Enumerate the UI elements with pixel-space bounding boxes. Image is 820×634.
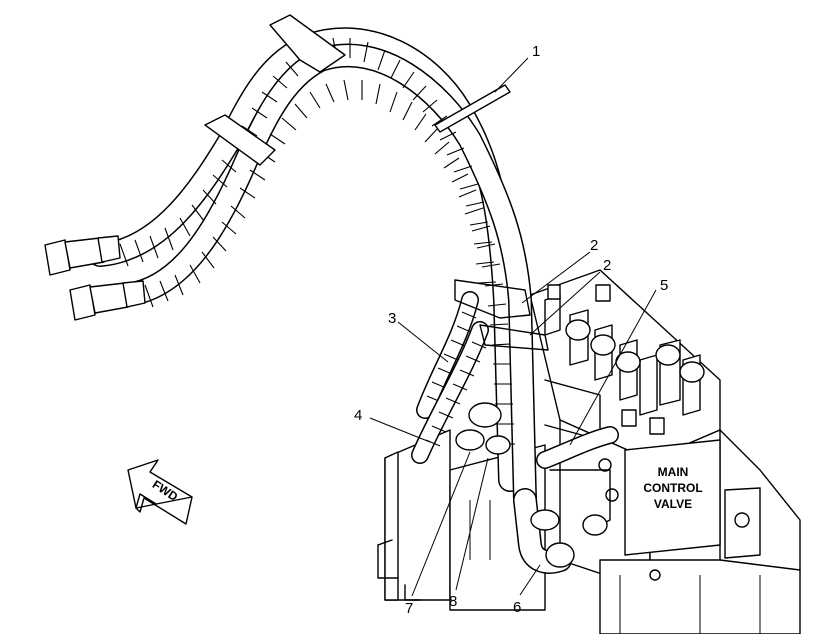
main-control-valve-label-plate: MAIN CONTROL VALVE [624, 439, 721, 556]
callout-leaders [369, 57, 657, 597]
hose-clamps [204, 14, 549, 351]
hose-connector-fittings [455, 402, 608, 568]
callout-5: 5 [660, 277, 668, 294]
valve-label-line2: CONTROL [643, 481, 702, 495]
callout-2-lower: 2 [603, 257, 611, 274]
valve-label-line1: MAIN [658, 465, 689, 479]
callout-7: 7 [405, 600, 413, 617]
callout-3: 3 [388, 310, 396, 327]
hose-end-fittings [44, 235, 146, 321]
callout-4: 4 [354, 407, 362, 424]
callout-8: 8 [449, 593, 457, 610]
callout-labels: 1 2 2 3 4 5 6 7 8 [354, 43, 668, 617]
valve-label-line3: VALVE [654, 497, 692, 511]
callout-2-upper: 2 [590, 237, 598, 254]
callout-6: 6 [513, 599, 521, 616]
callout-1: 1 [532, 43, 540, 60]
forward-arrow-icon: FWD [127, 459, 193, 525]
